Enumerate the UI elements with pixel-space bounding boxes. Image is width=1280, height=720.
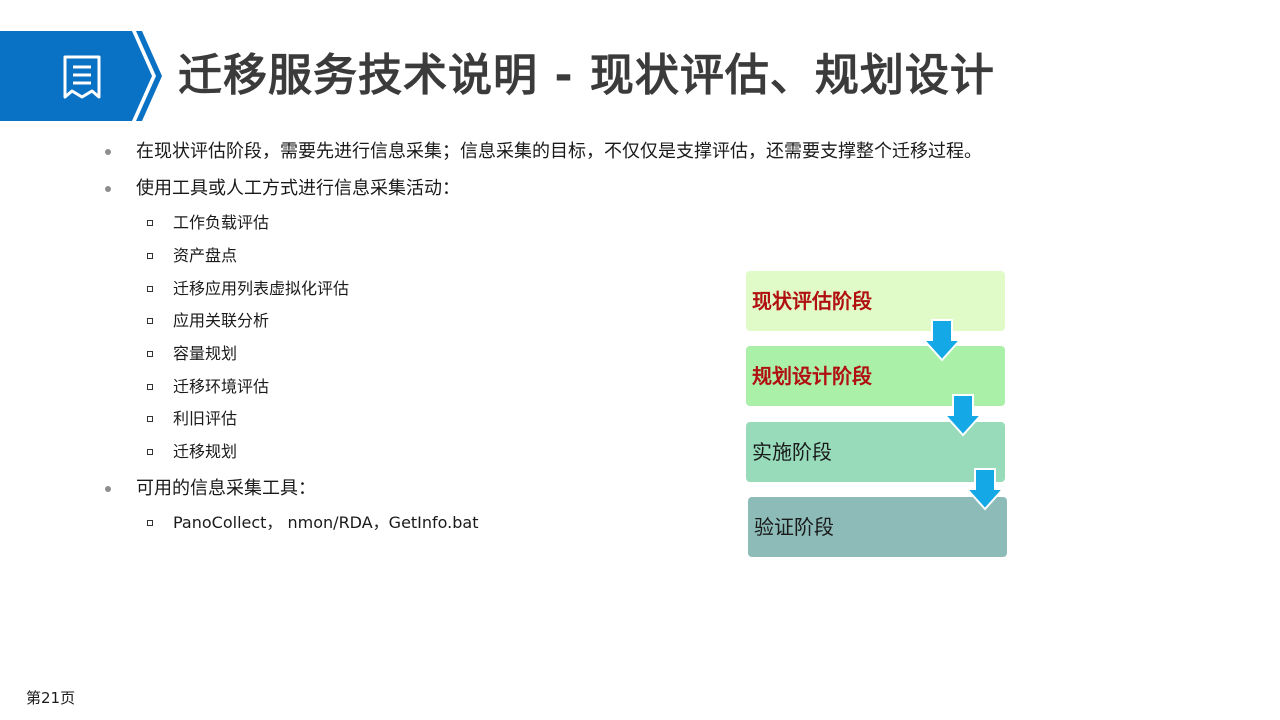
activity-item: 迁移环境评估 bbox=[147, 376, 269, 398]
stage-verification: 验证阶段 bbox=[748, 497, 1007, 557]
tool-item: PanoCollect， nmon/RDA，GetInfo.bat bbox=[147, 512, 479, 534]
bullet-text: 可用的信息采集工具： bbox=[136, 478, 316, 499]
activity-item: 工作负载评估 bbox=[147, 212, 269, 234]
activity-item: 容量规划 bbox=[147, 343, 237, 365]
header-chevron bbox=[124, 31, 162, 121]
bullet-item: 使用工具或人工方式进行信息采集活动： bbox=[105, 177, 460, 201]
page-title: 迁移服务技术说明 - 现状评估、规划设计 bbox=[178, 50, 995, 101]
document-icon bbox=[63, 55, 101, 99]
square-bullet bbox=[147, 449, 153, 455]
stage-current-assessment: 现状评估阶段 bbox=[746, 271, 1005, 331]
down-arrow-icon bbox=[943, 394, 983, 437]
square-bullet bbox=[147, 520, 153, 526]
bullet-text: 在现状评估阶段，需要先进行信息采集；信息采集的目标，不仅仅是支撑评估，还需要支撑… bbox=[136, 141, 982, 162]
bullet-dot bbox=[105, 149, 111, 155]
square-bullet bbox=[147, 384, 153, 390]
square-bullet bbox=[147, 416, 153, 422]
bullet-dot bbox=[105, 486, 111, 492]
square-bullet bbox=[147, 220, 153, 226]
bullet-item: 可用的信息采集工具： bbox=[105, 477, 316, 501]
activity-item: 应用关联分析 bbox=[147, 310, 269, 332]
down-arrow-icon bbox=[922, 319, 962, 362]
stage-planning-design: 规划设计阶段 bbox=[746, 346, 1005, 406]
down-arrow-icon bbox=[965, 468, 1005, 511]
square-bullet bbox=[147, 286, 153, 292]
square-bullet bbox=[147, 318, 153, 324]
activity-item: 迁移应用列表虚拟化评估 bbox=[147, 278, 349, 300]
bullet-dot bbox=[105, 186, 111, 192]
activity-item: 迁移规划 bbox=[147, 441, 237, 463]
page-number: 第21页 bbox=[26, 689, 76, 707]
square-bullet bbox=[147, 351, 153, 357]
activity-item: 利旧评估 bbox=[147, 408, 237, 430]
bullet-text: 使用工具或人工方式进行信息采集活动： bbox=[136, 178, 460, 199]
bullet-item: 在现状评估阶段，需要先进行信息采集；信息采集的目标，不仅仅是支撑评估，还需要支撑… bbox=[105, 140, 982, 164]
square-bullet bbox=[147, 253, 153, 259]
activity-item: 资产盘点 bbox=[147, 245, 237, 267]
